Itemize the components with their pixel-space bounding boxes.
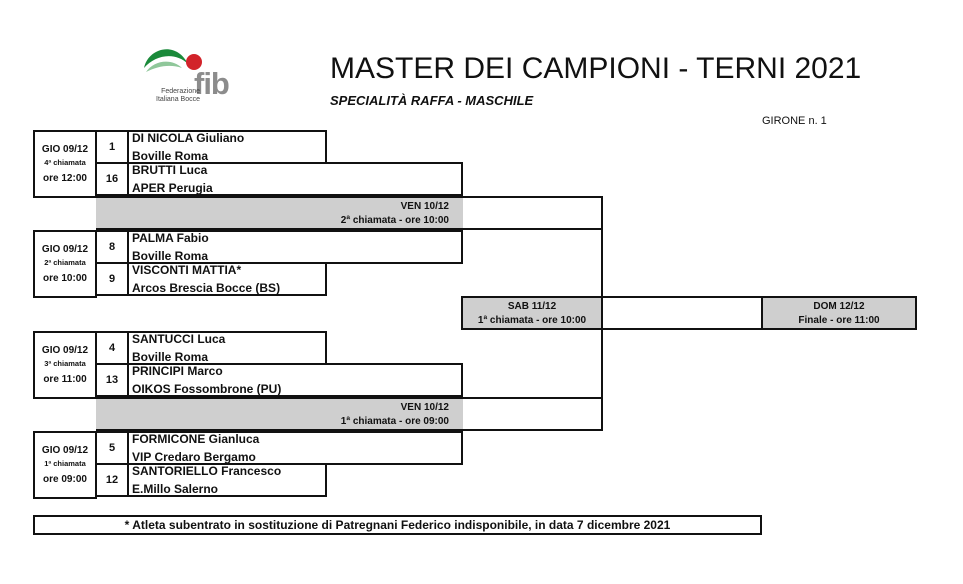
- player-slot-6: PRINCIPI Marco OIKOS Fossombrone (PU): [127, 363, 463, 397]
- match-schedule-1: GIO 09/12 4ª chiamata ore 12:00: [33, 130, 97, 198]
- match-schedule-3: GIO 09/12 3ª chiamata ore 11:00: [33, 331, 97, 399]
- player-slot-5: SANTUCCI Luca Boville Roma: [127, 331, 327, 365]
- player-slot-8: SANTORIELLO Francesco E.Millo Salerno: [127, 463, 327, 497]
- seed-5: 4: [95, 331, 129, 365]
- match-day: GIO 09/12: [41, 244, 89, 255]
- player-slot-1: DI NICOLA Giuliano Boville Roma: [127, 130, 327, 164]
- player-name: PALMA Fabio: [132, 231, 209, 245]
- semifinal-slot: SAB 11/12 1ª chiamata - ore 10:00: [461, 296, 603, 330]
- round-day: VEN 10/12: [400, 402, 449, 413]
- seed-7: 5: [95, 431, 129, 465]
- match-day: GIO 09/12: [41, 345, 89, 356]
- player-name: SANTORIELLO Francesco: [132, 464, 282, 478]
- logo-subtitle-line: Federazione: [161, 88, 200, 95]
- footnote: * Atleta subentrato in sostituzione di P…: [33, 515, 762, 535]
- player-slot-3: PALMA Fabio Boville Roma: [127, 230, 463, 264]
- final-slot: DOM 12/12 Finale - ore 11:00: [761, 296, 917, 330]
- player-club: Boville Roma: [132, 350, 209, 364]
- semifinal-winner-line: [601, 296, 763, 330]
- player-club: Boville Roma: [132, 149, 209, 163]
- match-call: 4ª chiamata: [44, 158, 86, 167]
- match-day: GIO 09/12: [41, 445, 89, 456]
- bracket-connector: [601, 328, 603, 398]
- match-time: ore 10:00: [43, 273, 87, 284]
- player-name: BRUTTI Luca: [132, 163, 208, 177]
- bracket-connector: [461, 162, 463, 196]
- match-time: ore 11:00: [43, 374, 87, 385]
- player-club: E.Millo Salerno: [132, 482, 219, 496]
- round2-bottom-slot: VEN 10/12 1ª chiamata - ore 09:00: [326, 397, 603, 431]
- player-name: DI NICOLA Giuliano: [132, 131, 245, 145]
- round-info: 1ª chiamata - ore 09:00: [340, 416, 449, 427]
- match-call: 1ª chiamata: [44, 459, 86, 468]
- page-subtitle: SPECIALITÀ RAFFA - MASCHILE: [330, 93, 534, 108]
- player-club: APER Perugia: [132, 181, 213, 195]
- logo-subtitle-line: Italiana Bocce: [156, 96, 200, 103]
- match-time: ore 12:00: [43, 173, 87, 184]
- player-slot-7: FORMICONE Gianluca VIP Credaro Bergamo: [127, 431, 463, 465]
- round-info: 2ª chiamata - ore 10:00: [340, 215, 449, 226]
- seed-3: 8: [95, 230, 129, 264]
- bracket-connector: [461, 363, 463, 397]
- player-name: PRINCIPI Marco: [132, 364, 223, 378]
- logo-wordmark: fib: [194, 66, 230, 101]
- player-club: VIP Credaro Bergamo: [132, 450, 256, 464]
- seed-1: 1: [95, 130, 129, 164]
- round-info: Finale - ore 11:00: [798, 315, 880, 326]
- seed-8: 12: [95, 463, 129, 497]
- player-club: Arcos Brescia Bocce (BS): [132, 281, 281, 295]
- player-club: Boville Roma: [132, 249, 209, 263]
- player-name: VISCONTI MATTIA*: [132, 263, 242, 277]
- page-title: MASTER DEI CAMPIONI - TERNI 2021: [330, 52, 862, 85]
- round-day: SAB 11/12: [507, 301, 557, 312]
- match-time: ore 09:00: [43, 474, 87, 485]
- match-call: 3ª chiamata: [44, 359, 86, 368]
- match-day: GIO 09/12: [41, 144, 89, 155]
- fib-logo-mark-icon: [144, 49, 202, 72]
- player-name: FORMICONE Gianluca: [132, 432, 260, 446]
- group-label: GIRONE n. 1: [762, 115, 827, 127]
- round-day: VEN 10/12: [400, 201, 449, 212]
- round-day: DOM 12/12: [813, 301, 865, 312]
- bye-band-top: [96, 196, 463, 230]
- seed-4: 9: [95, 262, 129, 296]
- seed-2: 16: [95, 162, 129, 196]
- match-call: 2ª chiamata: [44, 258, 86, 267]
- match-schedule-2: GIO 09/12 2ª chiamata ore 10:00: [33, 230, 97, 298]
- round2-top-slot: VEN 10/12 2ª chiamata - ore 10:00: [326, 196, 603, 230]
- player-slot-4: VISCONTI MATTIA* Arcos Brescia Bocce (BS…: [127, 262, 327, 296]
- player-slot-2: BRUTTI Luca APER Perugia: [127, 162, 463, 196]
- round-info: 1ª chiamata - ore 10:00: [477, 315, 587, 326]
- bracket-connector: [601, 196, 603, 298]
- match-schedule-4: GIO 09/12 1ª chiamata ore 09:00: [33, 431, 97, 499]
- bye-band-bottom: [96, 397, 463, 431]
- player-name: SANTUCCI Luca: [132, 332, 226, 346]
- player-club: OIKOS Fossombrone (PU): [132, 382, 282, 396]
- seed-6: 13: [95, 363, 129, 397]
